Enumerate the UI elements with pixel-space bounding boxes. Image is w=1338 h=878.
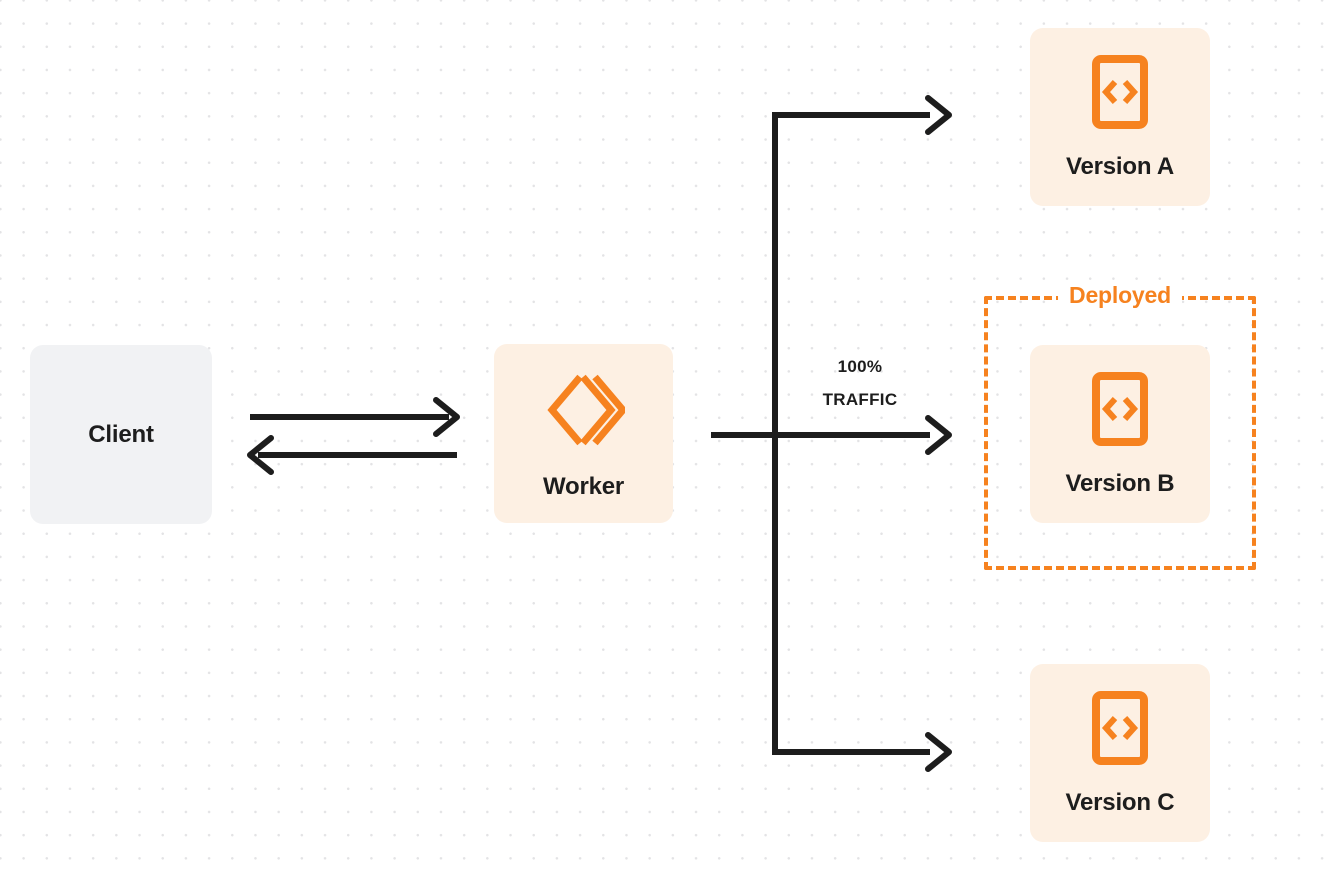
node-worker[interactable]: Worker <box>494 344 673 523</box>
edge-worker-to-client <box>247 435 457 475</box>
edge-client-to-worker <box>250 397 460 437</box>
traffic-unit: TRAFFIC <box>822 390 898 410</box>
node-version-c-label: Version C <box>1065 789 1175 816</box>
deployed-group: Deployed <box>984 284 1256 570</box>
deployed-group-label: Deployed <box>1058 284 1182 308</box>
node-worker-label: Worker <box>542 472 625 500</box>
node-version-b-label: Version B <box>1065 470 1175 497</box>
node-version-c[interactable]: Version C <box>1030 664 1210 842</box>
node-version-a[interactable]: Version A <box>1030 28 1210 206</box>
code-file-icon <box>1092 691 1148 765</box>
edge-worker-trunk <box>711 115 930 752</box>
code-file-icon <box>1092 55 1148 129</box>
edge-worker-to-version-b <box>925 415 952 455</box>
edge-worker-to-version-c <box>772 732 952 772</box>
node-client-label: Client <box>88 420 154 448</box>
node-version-b[interactable]: Version B <box>1030 345 1210 523</box>
traffic-label: 100% TRAFFIC <box>796 350 924 416</box>
code-file-icon <box>1092 372 1148 446</box>
node-client[interactable]: Client <box>30 345 212 524</box>
traffic-percent: 100% <box>837 357 883 376</box>
cloudflare-workers-logo-icon <box>543 369 628 451</box>
edge-worker-to-version-a <box>772 95 952 135</box>
node-version-a-label: Version A <box>1065 153 1175 180</box>
